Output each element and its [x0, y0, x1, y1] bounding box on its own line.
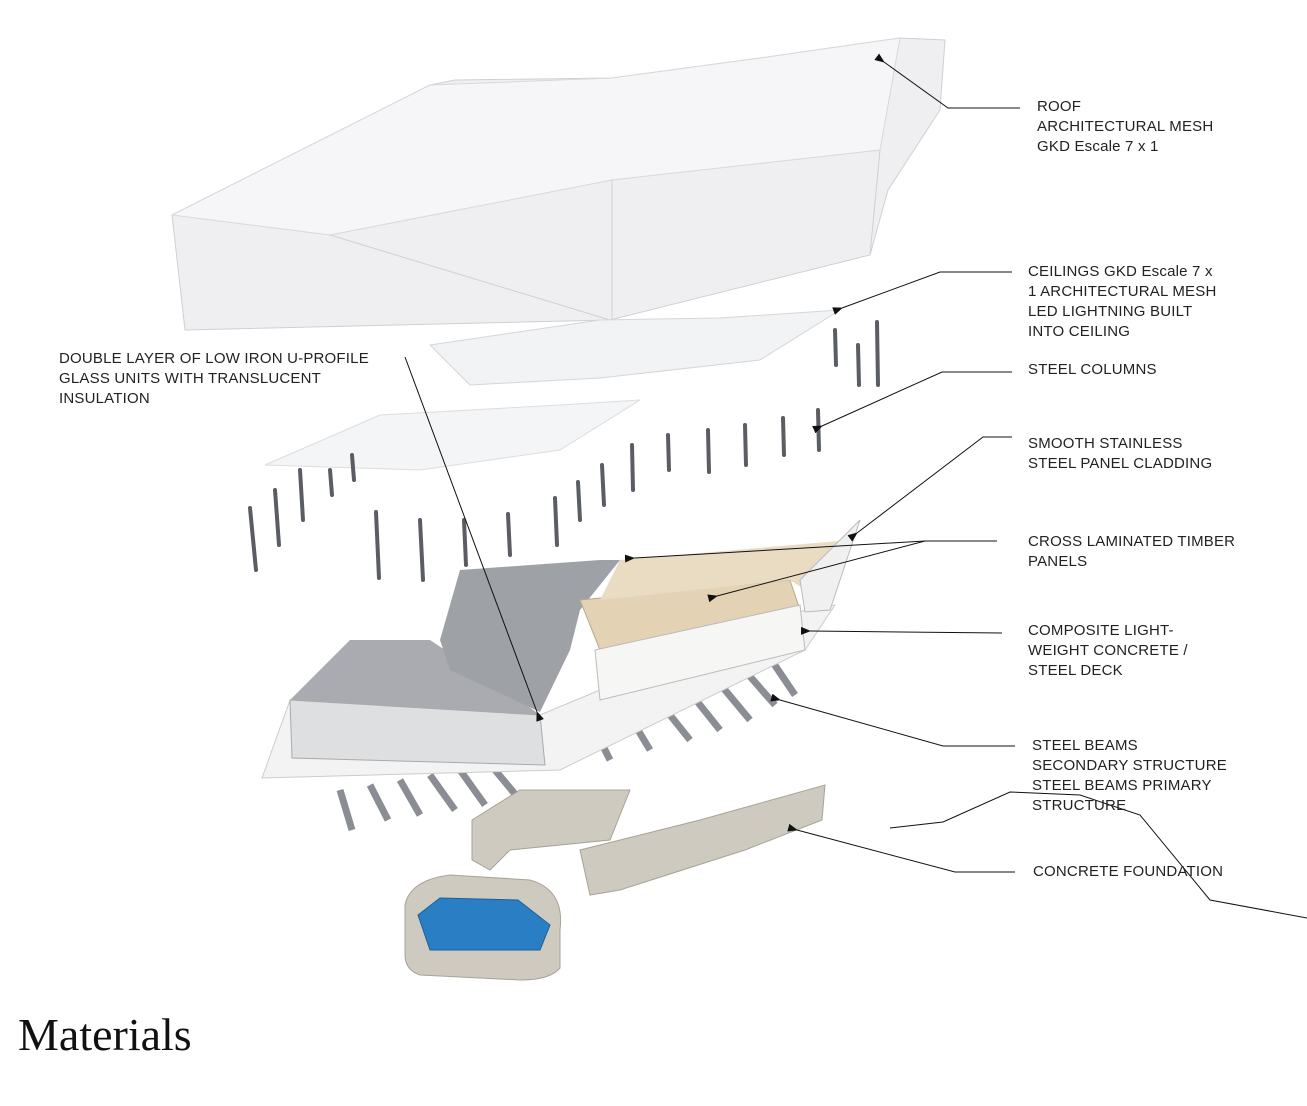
label-line: INTO CEILING: [1028, 323, 1131, 340]
label-line: STRUCTURE: [1032, 797, 1127, 814]
label-line: STEEL COLUMNS: [1028, 361, 1157, 378]
label-timber: CROSS LAMINATED TIMBER PANELS: [1028, 532, 1235, 572]
label-foundation: CONCRETE FOUNDATION: [1033, 862, 1223, 882]
building-level: [261, 519, 861, 779]
label-glass: DOUBLE LAYER OF LOW IRON U-PROFILE GLASS…: [59, 349, 369, 409]
label-line: COMPOSITE LIGHT-: [1028, 622, 1174, 639]
label-line: GKD Escale 7 x 1: [1037, 138, 1159, 155]
label-line: CEILINGS GKD Escale 7 x: [1028, 263, 1213, 280]
label-line: SMOOTH STAINLESS: [1028, 435, 1183, 452]
roof-mesh: [170, 37, 946, 331]
pool-water: [417, 897, 551, 951]
label-line: STEEL BEAMS: [1032, 737, 1138, 754]
label-line: LED LIGHTNING BUILT: [1028, 303, 1193, 320]
label-ceilings: CEILINGS GKD Escale 7 x 1 ARCHITECTURAL …: [1028, 262, 1216, 342]
label-line: 1 ARCHITECTURAL MESH: [1028, 283, 1217, 300]
ceiling-mesh: [264, 309, 841, 471]
label-line: CONCRETE FOUNDATION: [1033, 863, 1224, 880]
steel-columns: [248, 320, 880, 582]
label-steel-columns: STEEL COLUMNS: [1028, 360, 1157, 380]
label-line: STEEL DECK: [1028, 662, 1123, 679]
leader-lines: [404, 53, 1307, 919]
label-line: PANELS: [1028, 553, 1088, 570]
label-line: STEEL PANEL CLADDING: [1028, 455, 1213, 472]
label-line: GLASS UNITS WITH TRANSLUCENT: [59, 370, 322, 387]
label-line: ARCHITECTURAL MESH: [1037, 118, 1214, 135]
label-line: CROSS LAMINATED TIMBER: [1028, 533, 1236, 550]
label-line: DOUBLE LAYER OF LOW IRON U-PROFILE: [59, 350, 369, 367]
label-cladding: SMOOTH STAINLESS STEEL PANEL CLADDING: [1028, 434, 1212, 474]
label-line: ROOF: [1037, 98, 1082, 115]
label-line: INSULATION: [59, 390, 150, 407]
label-line: WEIGHT CONCRETE /: [1028, 642, 1188, 659]
label-deck: COMPOSITE LIGHT- WEIGHT CONCRETE / STEEL…: [1028, 621, 1188, 681]
label-beams: STEEL BEAMS SECONDARY STRUCTURE STEEL BE…: [1032, 736, 1227, 816]
label-line: SECONDARY STRUCTURE: [1032, 757, 1227, 774]
page-title: Materials: [18, 1009, 192, 1060]
concrete-foundation: [404, 784, 826, 981]
label-line: STEEL BEAMS PRIMARY: [1032, 777, 1212, 794]
label-roof: ROOF ARCHITECTURAL MESH GKD Escale 7 x 1: [1037, 97, 1213, 157]
